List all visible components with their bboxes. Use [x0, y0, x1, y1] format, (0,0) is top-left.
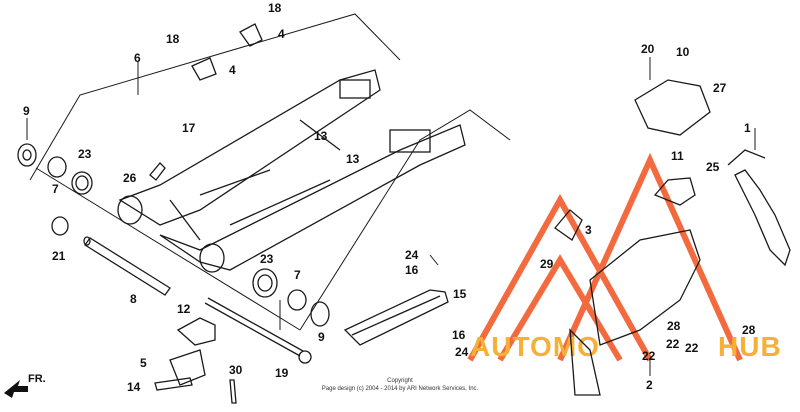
callout-4: 4	[278, 27, 285, 41]
callout-26: 26	[123, 171, 137, 185]
bolt-14	[154, 377, 193, 391]
watermark: AUTOMO HUB	[467, 152, 782, 362]
callout-22: 22	[642, 349, 656, 363]
callout-17: 17	[182, 121, 196, 135]
front-direction-indicator: FR.	[4, 373, 46, 398]
callout-1: 1	[744, 121, 751, 135]
callout-16: 16	[405, 263, 419, 277]
bracket-parts	[154, 317, 237, 404]
copyright-notice: Copyright Page design (c) 2004 - 2014 by…	[322, 378, 479, 392]
callout-19: 19	[275, 366, 289, 380]
guide-11	[653, 177, 696, 206]
callout-13: 13	[314, 129, 328, 143]
chain-slider	[343, 289, 449, 346]
callout-27: 27	[713, 81, 727, 95]
watermark-logo	[467, 152, 743, 362]
leader-lines	[26, 57, 756, 376]
guide-10	[634, 79, 711, 136]
bolt-30	[229, 379, 237, 404]
watermark-text-right: HUB	[718, 331, 782, 362]
callout-12: 12	[177, 302, 191, 316]
callouts: 1 2 3 4 4 5 6 7 7 8 9 9 10 11 12 13 13 1…	[23, 1, 756, 394]
copyright-line-2: Page design (c) 2004 - 2014 by ARI Netwo…	[322, 386, 479, 392]
case-cover	[589, 229, 701, 346]
callout-8: 8	[130, 292, 137, 306]
collar-left	[47, 156, 67, 178]
callout-7: 7	[52, 182, 59, 196]
front-arrow-icon	[4, 380, 28, 398]
cap-left	[51, 216, 69, 236]
callout-9: 9	[23, 104, 30, 118]
callout-18: 18	[268, 1, 282, 15]
callout-28: 28	[742, 323, 756, 337]
pivot-bolt	[204, 297, 312, 364]
plate-3	[554, 209, 583, 241]
callout-22: 22	[685, 341, 699, 355]
callout-24: 24	[405, 248, 419, 262]
drive-chain	[727, 149, 791, 267]
callout-4: 4	[229, 63, 236, 77]
callout-20: 20	[641, 42, 655, 56]
chain-guide-parts	[554, 79, 711, 396]
left-bushings	[17, 143, 166, 236]
clamps	[191, 23, 263, 81]
callout-2: 2	[646, 378, 653, 392]
callout-23: 23	[260, 252, 274, 266]
seal-left	[17, 143, 37, 167]
callout-23: 23	[78, 147, 92, 161]
bearing-left	[71, 171, 93, 195]
copyright-line-1: Copyright	[387, 378, 413, 384]
callout-30: 30	[229, 363, 243, 377]
bracket-5	[169, 349, 206, 386]
callout-15: 15	[453, 287, 467, 301]
callout-29: 29	[540, 257, 554, 271]
grease-fitting	[149, 162, 166, 181]
pivot-shaft	[83, 236, 171, 296]
callout-28: 28	[667, 319, 681, 333]
front-direction-label: FR.	[28, 373, 46, 385]
callout-13: 13	[346, 152, 360, 166]
watermark-text-left: AUTOMO	[470, 331, 600, 362]
callout-25: 25	[706, 160, 720, 174]
callout-21: 21	[52, 249, 66, 263]
callout-11: 11	[671, 149, 684, 163]
callout-16: 16	[452, 328, 466, 342]
callout-10: 10	[676, 45, 690, 59]
swingarm	[117, 69, 466, 273]
callout-14: 14	[127, 380, 141, 394]
callout-24: 24	[455, 345, 469, 359]
callout-22: 22	[666, 337, 680, 351]
guard	[569, 328, 601, 396]
callout-18: 18	[166, 32, 180, 46]
callout-6: 6	[134, 51, 141, 65]
swingarm-frame	[29, 13, 511, 331]
callout-3: 3	[585, 223, 592, 237]
bracket-12	[176, 317, 216, 346]
callout-9: 9	[318, 330, 325, 344]
right-bushings	[252, 268, 330, 327]
callout-7: 7	[294, 268, 301, 282]
callout-5: 5	[140, 356, 147, 370]
